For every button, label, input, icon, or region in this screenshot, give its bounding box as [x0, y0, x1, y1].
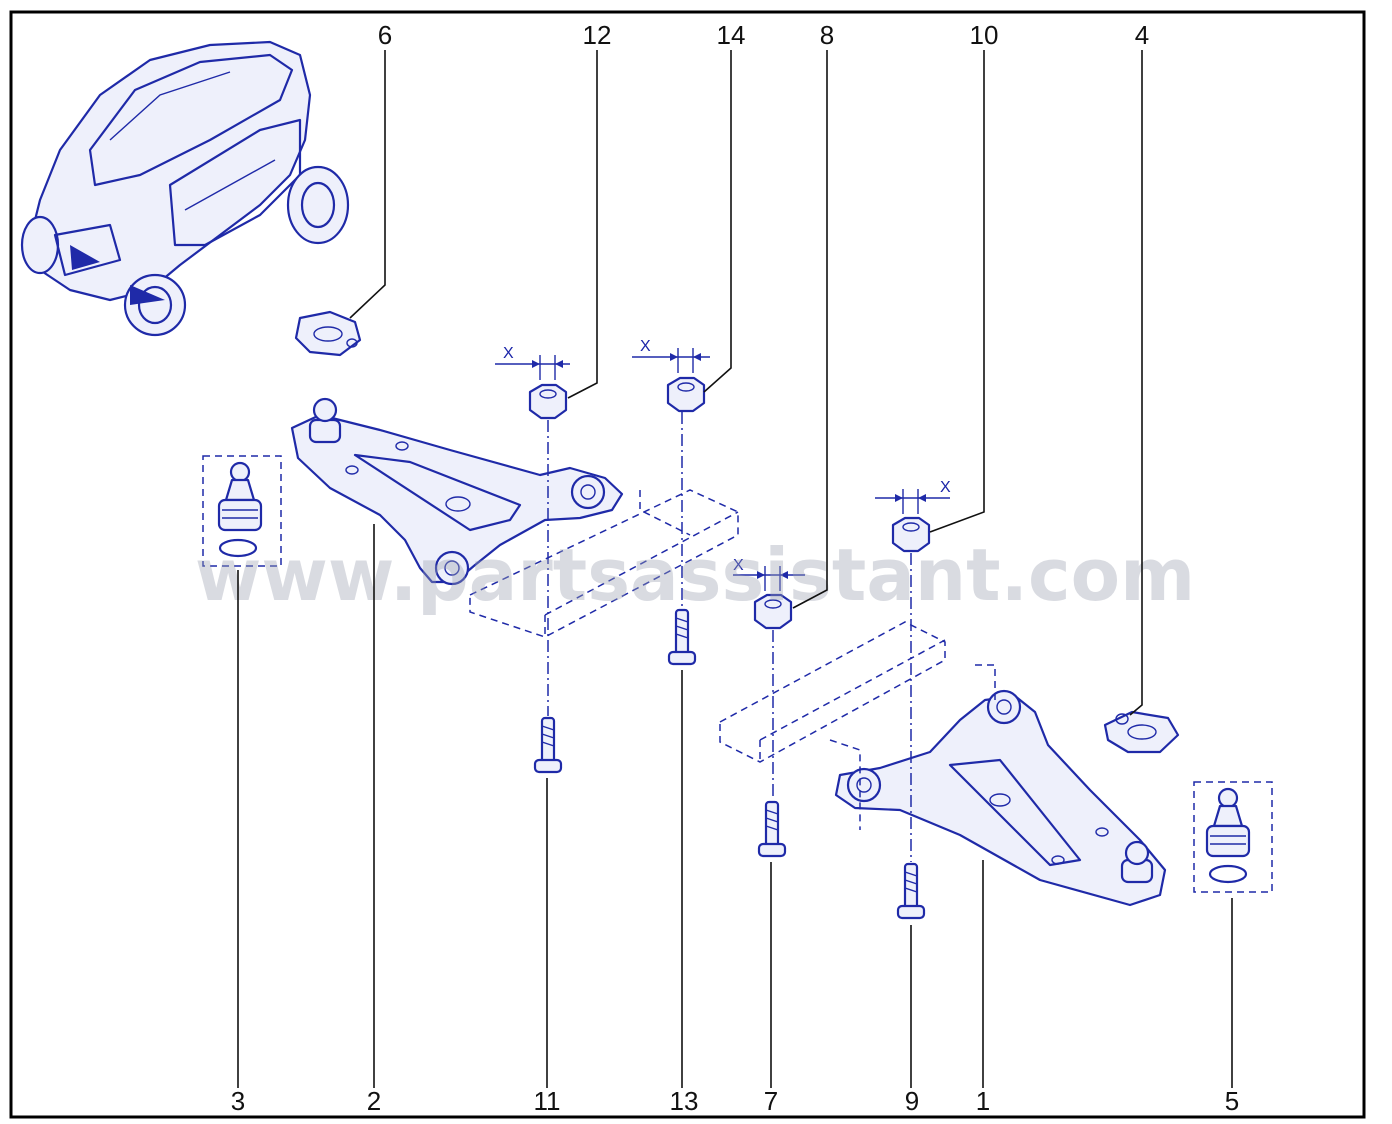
svg-text:X: X: [503, 345, 514, 362]
washer-part-6: [294, 310, 362, 357]
callout-2: 2: [367, 1086, 381, 1116]
callout-9: 9: [905, 1086, 919, 1116]
dimension-marker-8: X: [733, 557, 805, 591]
ball-joint-part-5: [1193, 781, 1273, 893]
chassis-outline-left: [469, 489, 739, 638]
nut-part-12: [528, 383, 568, 420]
callout-13: 13: [670, 1086, 699, 1116]
callout-7: 7: [764, 1086, 778, 1116]
left-wishbone-part-2: [290, 397, 624, 586]
nut-part-10: [891, 516, 931, 553]
callout-12: 12: [583, 20, 612, 50]
assembly-axis-lines: [547, 412, 912, 862]
callout-3: 3: [231, 1086, 245, 1116]
dimension-marker-10: X: [875, 479, 951, 514]
washer-part-4: [1103, 710, 1180, 754]
nut-part-14: [666, 376, 706, 413]
bolt-part-13: [667, 608, 697, 666]
callout-leader-lines: [237, 50, 1233, 1088]
bolt-part-7: [757, 800, 787, 858]
dimension-marker-12: X: [495, 345, 570, 380]
callout-10: 10: [970, 20, 999, 50]
nut-part-8: [753, 593, 793, 630]
chassis-outline-right: [719, 621, 996, 830]
svg-text:X: X: [640, 338, 651, 355]
vehicle-thumbnail: [20, 40, 350, 337]
diagram-border: [9, 10, 1366, 1119]
svg-text:X: X: [733, 557, 744, 574]
callout-11: 11: [534, 1086, 561, 1116]
callout-6: 6: [378, 20, 392, 50]
dimension-marker-14: X: [632, 338, 710, 373]
right-wishbone-part-1: [834, 689, 1167, 907]
watermark-text: www.partsassistant.com: [195, 533, 1195, 617]
bolt-part-9: [896, 862, 926, 920]
ball-joint-part-3: [202, 455, 282, 567]
callout-8: 8: [820, 20, 834, 50]
callout-14: 14: [717, 20, 746, 50]
svg-text:X: X: [940, 479, 951, 496]
callout-1: 1: [976, 1086, 990, 1116]
callout-4: 4: [1135, 20, 1149, 50]
callout-5: 5: [1225, 1086, 1239, 1116]
bolt-part-11: [533, 716, 563, 774]
